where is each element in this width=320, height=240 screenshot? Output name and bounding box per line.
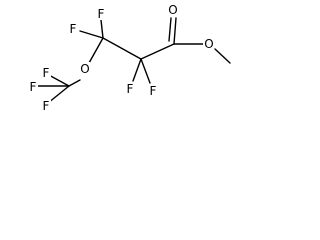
atom-o-ether: O — [80, 62, 89, 76]
atom-o-ester: O — [204, 37, 213, 51]
atom-f-cf3-bottom: F — [43, 99, 50, 113]
chemical-structure: F F F O F F F F O O — [29, 3, 231, 113]
atom-f-c2-right: F — [150, 84, 157, 98]
bond-c3-c2 — [102, 37, 142, 60]
bond-c2-f-right — [140, 58, 151, 84]
bond-cf3-f-bottom — [47, 85, 70, 104]
bond-c2-c1 — [140, 43, 175, 60]
atom-o-carbonyl: O — [168, 3, 177, 17]
atom-f-c2-left: F — [127, 82, 134, 96]
atom-f-cf3-top: F — [43, 66, 50, 80]
bond-o-ether-cf3 — [68, 79, 81, 87]
atom-f-c3-left: F — [70, 22, 77, 36]
bond-c3-f-left — [79, 30, 104, 39]
bond-c3-f-right — [100, 19, 104, 39]
atom-labels: F F F O F F F F O O — [29, 3, 214, 113]
bond-c1-o-carbonyl-b — [168, 17, 172, 42]
atom-f-cf3-left: F — [30, 80, 37, 94]
bond-c3-o-ether — [88, 37, 104, 64]
bonds — [37, 17, 231, 104]
bond-c2-f-left — [132, 58, 142, 82]
atom-f-c3-right: F — [98, 7, 105, 21]
bond-c1-o-carbonyl-a — [173, 17, 177, 45]
bond-o-ester-methyl — [214, 48, 231, 64]
